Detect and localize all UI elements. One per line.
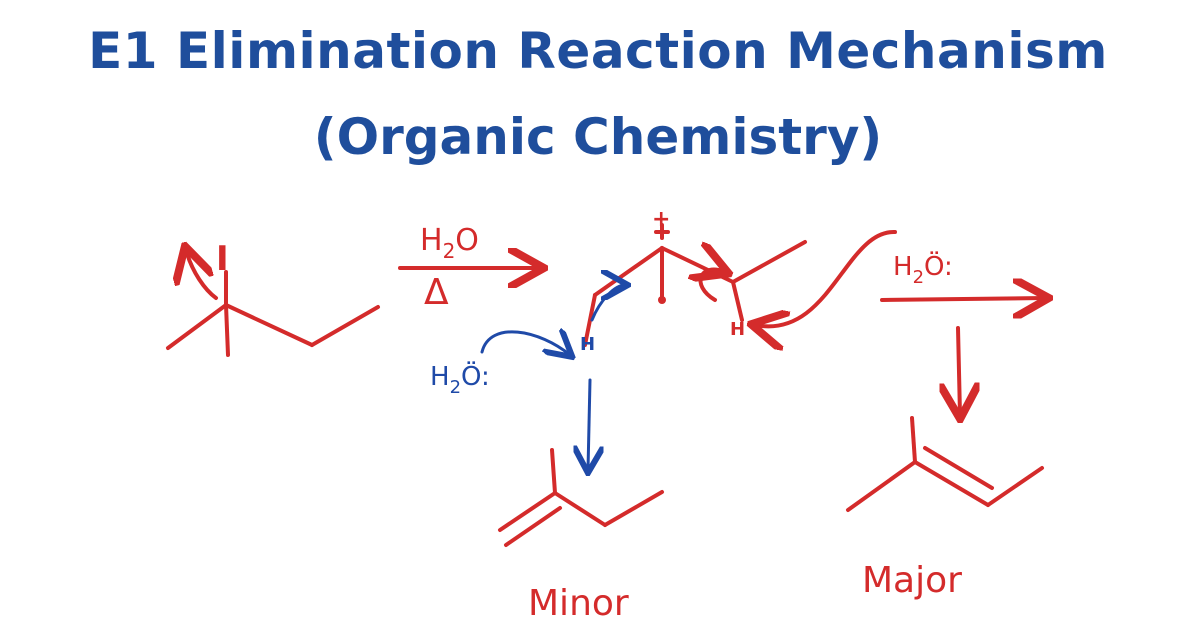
hydrogen-left: H [580,334,595,355]
reagent-subscript: 2 [443,239,456,263]
carbocation-charge: + [652,207,670,232]
base-water-left: H2Ö: [430,360,490,398]
reagent-o: O [455,223,479,258]
base-left-o: Ö: [461,360,490,392]
base-left-subscript: 2 [450,377,461,398]
carbocation-bond-right-1 [660,246,735,284]
base-attack-arrow-right [755,229,897,326]
reactant-bond-chain-1 [224,303,314,347]
base-right-subscript: 2 [913,267,924,288]
major-bond-right [986,466,1044,507]
minor-product-molecule [498,448,664,547]
carbocation-bond-left [593,246,664,297]
major-product-molecule [846,416,1044,512]
reactant-bond-down [224,303,230,357]
reactant-bond-left [166,303,228,350]
title-line-1: E1 Elimination Reaction Mechanism [88,22,1108,80]
bond-to-pi-arrow-left [590,285,625,322]
carbocation-p-orbital-top [654,223,670,240]
heat-delta: Δ [424,272,449,313]
major-bond-up [910,416,917,464]
hydrogen-right: H [730,319,745,340]
carbocation-bond-right-2 [731,240,807,284]
carbocation-ch-right [731,280,744,322]
major-bond-left [846,460,917,512]
minor-double-bond-2 [504,506,562,547]
base-attack-arrow-left [480,332,570,355]
reagent-water-top: H2O [420,223,479,263]
right-base-arrows [755,229,1045,415]
minor-product-label: Minor [528,583,629,624]
leaving-group-iodine: I [216,239,229,279]
carbocation-ch-left [583,293,597,347]
left-base-arrows [480,285,625,470]
minor-double-bond-1 [498,491,557,532]
to-minor-product-arrow [588,378,590,470]
major-product-label: Major [862,560,962,601]
reactant-molecule [166,250,380,357]
shift-arrow-right [701,270,725,302]
minor-bond-chain-2 [603,490,664,527]
to-major-product-arrow [958,326,960,415]
title-line-2: (Organic Chemistry) [313,108,883,166]
reaction-arrow-2 [880,298,1045,300]
major-double-bond-1 [913,460,990,507]
base-right-h: H [893,252,913,282]
base-water-right: H2Ö: [893,250,953,288]
minor-bond-chain-1 [553,491,607,527]
reactant-bond-chain-2 [310,305,380,347]
reagent-h: H [420,223,443,258]
leaving-group-arrow [186,250,218,300]
carbocation-dot [658,296,666,304]
minor-bond-up [550,448,557,495]
base-right-o: Ö: [924,250,953,282]
base-left-h: H [430,362,450,392]
major-double-bond-2 [923,446,994,490]
